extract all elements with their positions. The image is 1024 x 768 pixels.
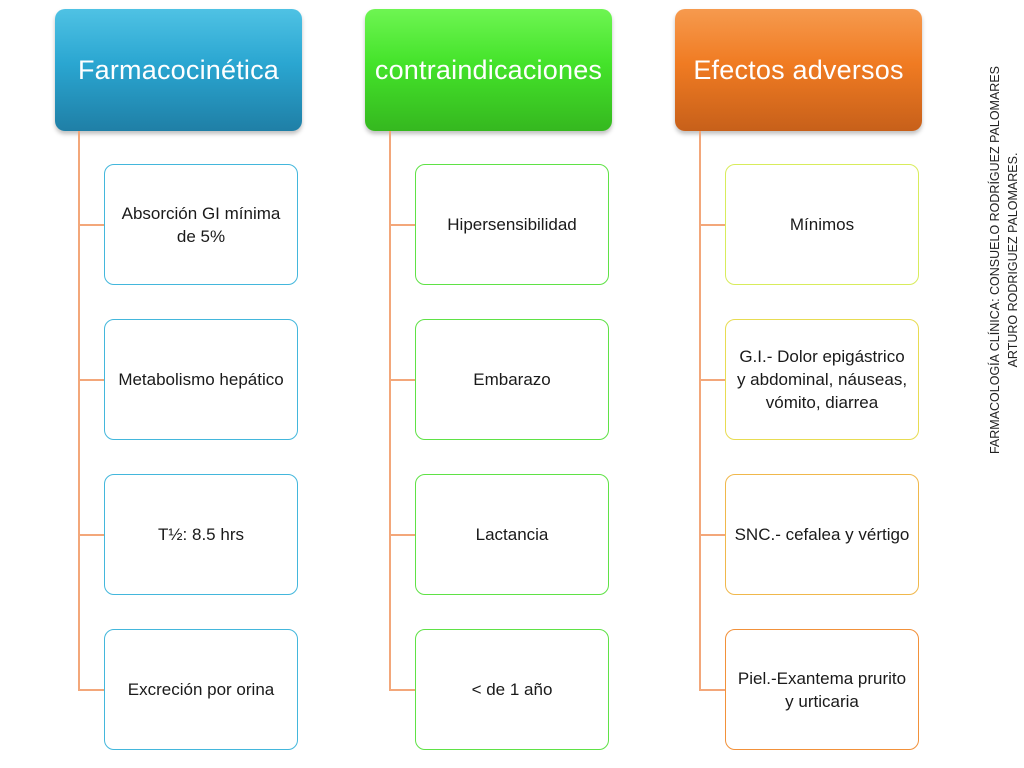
item-gastrointestinal: G.I.- Dolor epigástrico y abdominal, náu… (725, 319, 919, 440)
connector-branch (78, 534, 104, 536)
item-absorcion: Absorción GI mínima de 5% (104, 164, 298, 285)
connector-branch (699, 689, 725, 691)
connector-branch (389, 534, 415, 536)
header-farmacocinetica: Farmacocinética (55, 9, 302, 131)
connector-branch (389, 224, 415, 226)
item-snc: SNC.- cefalea y vértigo (725, 474, 919, 595)
header-contraindicaciones: contraindicaciones (365, 9, 612, 131)
item-minimos: Mínimos (725, 164, 919, 285)
credit-line-1: FARMACOLOGÍA CLÍNICA: CONSUELO RODRÍGUEZ… (988, 65, 1002, 455)
item-piel: Piel.-Exantema prurito y urticaria (725, 629, 919, 750)
connector-trunk (78, 131, 80, 690)
header-efectos-adversos: Efectos adversos (675, 9, 922, 131)
item-metabolismo: Metabolismo hepático (104, 319, 298, 440)
item-embarazo: Embarazo (415, 319, 609, 440)
connector-branch (699, 534, 725, 536)
item-lactancia: Lactancia (415, 474, 609, 595)
connector-branch (78, 224, 104, 226)
credit-line-2: ARTURO RODRIGUEZ PALOMARES. (1006, 152, 1020, 368)
column-efectos-adversos: Efectos adversos Mínimos G.I.- Dolor epi… (0, 0, 922, 750)
item-menor-1-ano: < de 1 año (415, 629, 609, 750)
connector-branch (699, 224, 725, 226)
column-contraindicaciones: contraindicaciones Hipersensibilidad Emb… (0, 0, 612, 750)
item-vida-media: T½: 8.5 hrs (104, 474, 298, 595)
credit-text: FARMACOLOGÍA CLÍNICA: CONSUELO RODRÍGUEZ… (986, 0, 1022, 520)
connector-branch (78, 379, 104, 381)
connector-branch (699, 379, 725, 381)
connector-trunk (699, 131, 701, 690)
column-farmacocinetica: Farmacocinética Absorción GI mínima de 5… (0, 0, 302, 750)
item-hipersensibilidad: Hipersensibilidad (415, 164, 609, 285)
connector-branch (78, 689, 104, 691)
connector-trunk (389, 131, 391, 690)
connector-branch (389, 689, 415, 691)
connector-branch (389, 379, 415, 381)
item-excrecion: Excreción por orina (104, 629, 298, 750)
